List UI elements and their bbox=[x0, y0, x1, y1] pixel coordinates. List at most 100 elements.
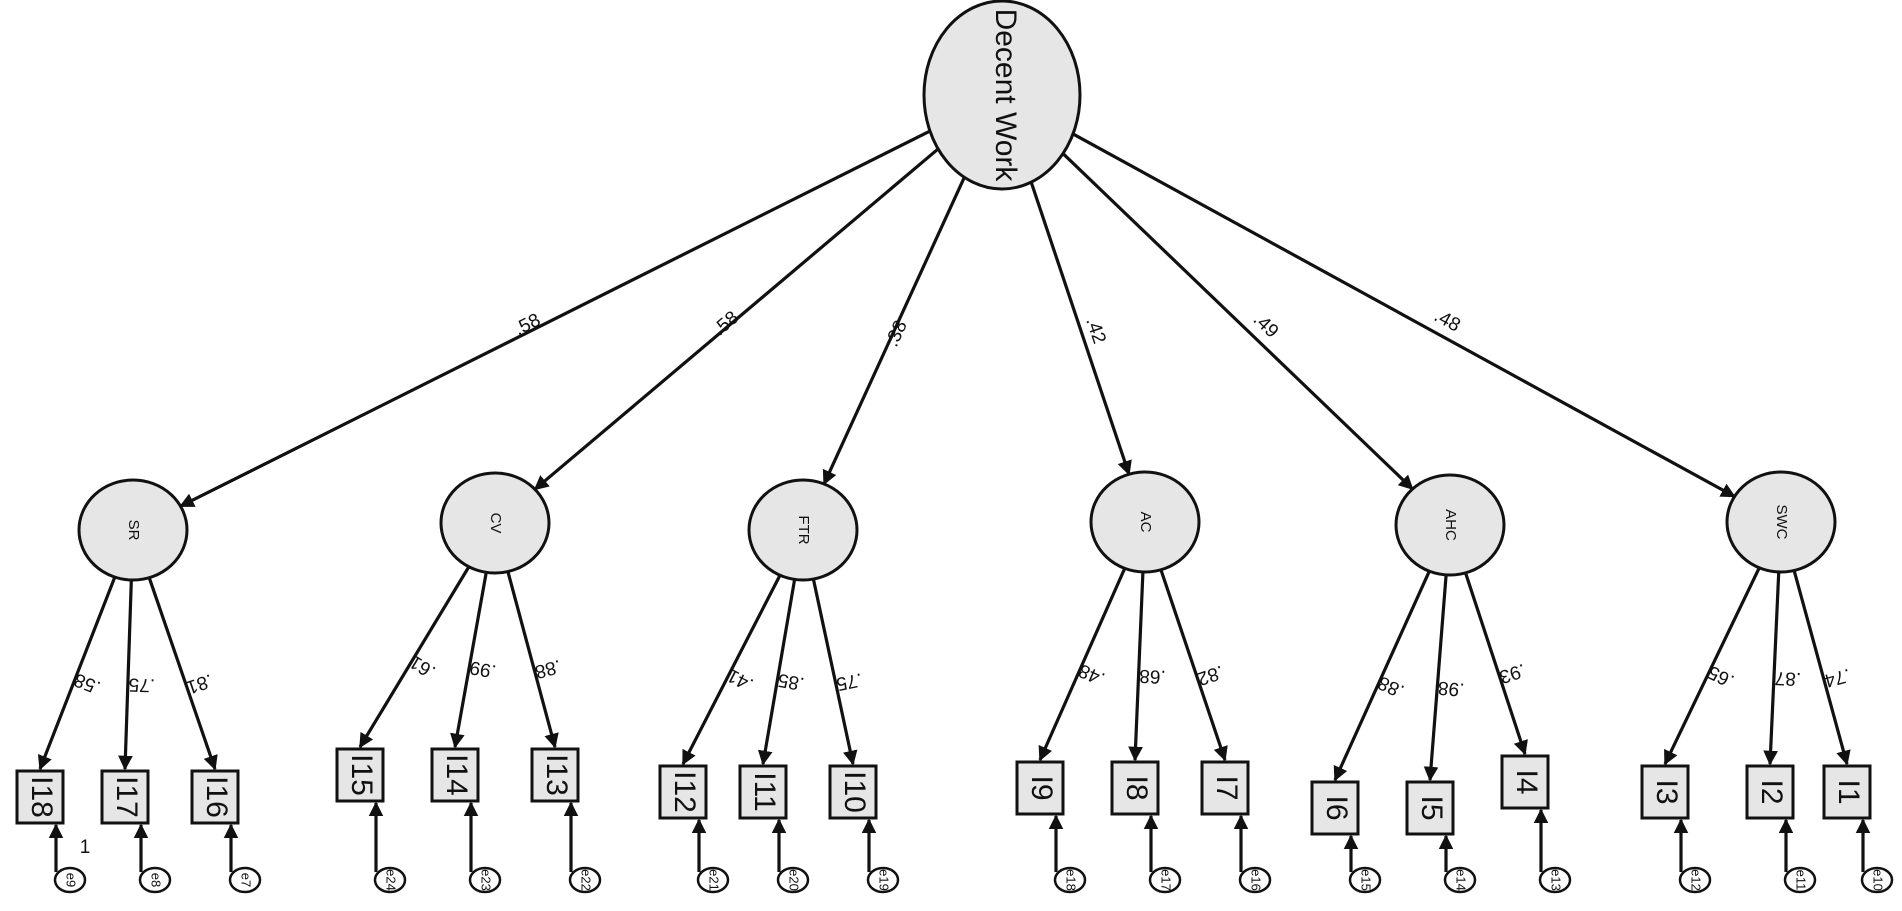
item-box-i17: I17 bbox=[100, 769, 150, 825]
item-box-i12: I12 bbox=[658, 764, 708, 820]
error-node-e13: e13 bbox=[1538, 866, 1572, 894]
error-label-e18: e18 bbox=[1064, 869, 1079, 891]
loading-coef-i6: .88 bbox=[1375, 671, 1408, 701]
item-box-i14: I14 bbox=[430, 747, 480, 803]
error-node-e12: e12 bbox=[1678, 866, 1712, 894]
error-label-e14: e14 bbox=[1454, 869, 1469, 891]
extra-label: 1 bbox=[80, 837, 91, 858]
loading-coef-i13: .88 bbox=[532, 655, 563, 682]
item-box-i1: I1 bbox=[1822, 764, 1872, 820]
item-label-i11: I11 bbox=[748, 772, 781, 811]
loading-path-i5 bbox=[1423, 574, 1448, 782]
path-decent-work-to-sr bbox=[179, 129, 931, 508]
factor-node-ahc: AHC bbox=[1394, 473, 1506, 577]
error-node-e14: e14 bbox=[1443, 866, 1477, 894]
loading-coef-i8: .68 bbox=[1139, 665, 1166, 687]
item-label-i10: I10 bbox=[838, 771, 871, 813]
loading-path-i18 bbox=[37, 576, 117, 771]
item-label-i1: I1 bbox=[1832, 779, 1865, 804]
error-node-e8: e8 bbox=[138, 866, 172, 894]
factor-node-swc: SWC bbox=[1725, 470, 1837, 574]
error-label-e19: e19 bbox=[877, 869, 892, 891]
item-box-i4: I4 bbox=[1500, 754, 1550, 810]
loading-path-i16 bbox=[147, 577, 218, 771]
loading-path-i9 bbox=[1038, 567, 1127, 762]
decent-work-label: Decent Work bbox=[989, 9, 1022, 183]
error-node-e21: e21 bbox=[696, 866, 730, 894]
item-label-i17: I17 bbox=[110, 776, 143, 818]
item-label-i9: I9 bbox=[1025, 775, 1058, 800]
factor-label-cv: CV bbox=[487, 513, 504, 534]
error-label-e13: e13 bbox=[1549, 869, 1564, 891]
factor-label-swc: SWC bbox=[1773, 505, 1790, 540]
item-label-i18: I18 bbox=[25, 776, 58, 818]
error-label-e10: e10 bbox=[1871, 869, 1886, 891]
error-label-e24: e24 bbox=[384, 869, 399, 891]
item-box-i2: I2 bbox=[1745, 764, 1795, 820]
error-node-e16: e16 bbox=[1238, 866, 1272, 894]
factor-label-ftr: FTR bbox=[795, 515, 812, 544]
error-node-e18: e18 bbox=[1053, 866, 1087, 894]
path-decent-work-to-swc bbox=[1072, 132, 1736, 498]
error-node-e17: e17 bbox=[1148, 866, 1182, 894]
error-label-e11: e11 bbox=[1794, 870, 1809, 891]
path-decent-work-to-ac bbox=[1029, 181, 1132, 476]
item-label-i12: I12 bbox=[668, 771, 701, 813]
item-label-i6: I6 bbox=[1320, 795, 1353, 820]
loading-path-i2 bbox=[1763, 571, 1781, 766]
error-label-e22: e22 bbox=[579, 869, 594, 891]
error-label-e12: e12 bbox=[1689, 869, 1704, 891]
loading-path-i14 bbox=[450, 572, 488, 749]
factor-node-ftr: FTR bbox=[747, 478, 859, 582]
item-label-i2: I2 bbox=[1755, 779, 1788, 804]
loading-coef-i15: .61 bbox=[406, 650, 439, 682]
loading-path-i17 bbox=[118, 579, 133, 771]
error-label-e7: e7 bbox=[239, 873, 254, 887]
loading-path-i7 bbox=[1159, 569, 1228, 762]
path-coef-cv: .58 bbox=[709, 307, 743, 340]
item-box-i10: I10 bbox=[828, 764, 878, 820]
loading-path-i15 bbox=[358, 565, 471, 749]
loading-path-i6 bbox=[1333, 570, 1431, 782]
loading-path-i1 bbox=[1792, 570, 1851, 766]
item-box-i15: I15 bbox=[335, 747, 385, 803]
error-label-e23: e23 bbox=[479, 869, 494, 891]
error-node-e23: e23 bbox=[468, 866, 502, 894]
error-node-e20: e20 bbox=[776, 866, 810, 894]
top-paths-group bbox=[179, 129, 1736, 508]
decent-work-node: Decent Work bbox=[922, 0, 1082, 191]
path-decent-work-to-cv bbox=[533, 147, 940, 491]
loading-coef-i14: .99 bbox=[468, 656, 498, 681]
item-box-i6: I6 bbox=[1310, 780, 1360, 836]
path-coef-sr: .58 bbox=[511, 310, 544, 341]
error-node-e15: e15 bbox=[1348, 866, 1382, 894]
loading-coef-i10: .75 bbox=[834, 668, 864, 694]
loading-path-i11 bbox=[757, 579, 797, 766]
path-decent-work-to-ahc bbox=[1061, 152, 1414, 491]
loading-path-i10 bbox=[811, 578, 858, 766]
error-node-e7: e7 bbox=[228, 866, 262, 894]
error-node-e9: e9 bbox=[53, 866, 87, 894]
factor-label-ahc: AHC bbox=[1442, 509, 1459, 541]
item-box-i5: I5 bbox=[1405, 780, 1455, 836]
item-box-i16: I16 bbox=[190, 769, 240, 825]
loading-coef-i9: .48 bbox=[1076, 659, 1109, 689]
error-node-e10: e10 bbox=[1860, 866, 1894, 894]
item-box-i11: I11 bbox=[738, 764, 788, 820]
item-label-i15: I15 bbox=[345, 754, 378, 796]
error-label-e15: e15 bbox=[1359, 869, 1374, 891]
error-label-e17: e17 bbox=[1159, 869, 1174, 891]
error-label-e16: e16 bbox=[1249, 869, 1264, 891]
item-label-i4: I4 bbox=[1510, 769, 1543, 794]
loading-coef-i3: .65 bbox=[1705, 661, 1738, 691]
error-node-e11: e11 bbox=[1783, 866, 1817, 894]
error-label-e8: e8 bbox=[149, 873, 164, 887]
loading-path-i8 bbox=[1128, 571, 1145, 762]
error-node-e22: e22 bbox=[568, 866, 602, 894]
loading-coef-i11: .85 bbox=[776, 669, 806, 694]
loading-coef-i17: .75 bbox=[128, 673, 155, 695]
loading-path-i4 bbox=[1464, 572, 1528, 756]
path-decent-work-to-ftr bbox=[822, 176, 966, 486]
factor-label-ac: AC bbox=[1137, 512, 1154, 533]
